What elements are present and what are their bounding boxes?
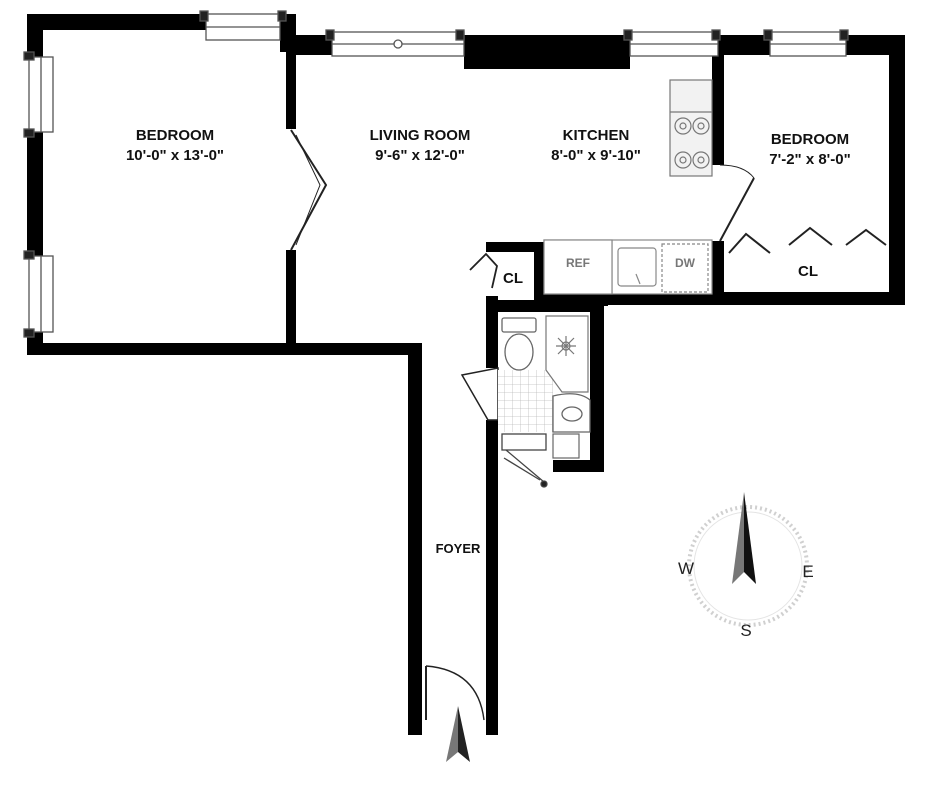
walls [27,14,905,735]
bedroom-right-name: BEDROOM [771,131,849,148]
toilet [501,317,537,371]
room-bedroom-left: BEDROOM 10'-0" x 13'-0" [126,127,224,164]
kitchen-dims: 8'-0" x 9'-10" [551,147,641,164]
closet-bedroom-label: CL [798,263,818,280]
compass-west: W [678,559,694,578]
window-top-living [325,29,465,57]
refrigerator-label: REF [566,256,590,270]
compass-rose: W E S [678,492,814,640]
dishwasher-label: DW [675,256,696,270]
closet-kitchen-label: CL [503,270,523,287]
window-left-upper [23,51,54,138]
closet-bifold-doors [728,232,771,254]
door-right-bedroom [719,177,755,242]
bedroom-left-dims: 10'-0" x 13'-0" [126,147,224,164]
door-kitchen-closet [469,252,498,289]
door-bathroom [460,367,499,421]
compass-east: E [802,562,813,581]
compass-south: S [740,621,751,640]
refrigerator: REF [543,239,613,295]
window-left-lower [23,250,54,338]
room-bedroom-right: BEDROOM 7'-2" x 8'-0" [769,131,850,168]
living-room-dims: 9'-6" x 12'-0" [375,147,465,164]
window-top-left-bedroom [199,10,287,41]
living-room-name: LIVING ROOM [370,127,471,144]
entry-arrow-icon [446,706,470,762]
doors [290,129,887,721]
shower [545,315,589,393]
kitchen-sink [617,247,657,287]
window-top-right-bedroom [763,29,849,57]
bathroom-tile-floor [498,370,553,432]
compass-ring [687,505,809,627]
door-entry [425,665,485,721]
stove [669,79,713,177]
room-kitchen: KITCHEN 8'-0" x 9'-10" [551,127,641,164]
windows [23,10,849,338]
dishwasher: DW [661,243,709,293]
bedroom-left-name: BEDROOM [136,127,214,144]
north-needle-icon [732,492,756,584]
radiator [501,433,548,488]
bedroom-right-dims: 7'-2" x 8'-0" [769,151,850,168]
bifold-door-bedroom [290,129,328,251]
window-top-kitchen [623,29,721,57]
room-living-room: LIVING ROOM 9'-6" x 12'-0" [370,127,471,164]
bathroom-sink [552,393,591,433]
foyer-label: FOYER [436,541,481,556]
bathroom-cabinet [552,433,580,459]
kitchen-name: KITCHEN [563,127,630,144]
